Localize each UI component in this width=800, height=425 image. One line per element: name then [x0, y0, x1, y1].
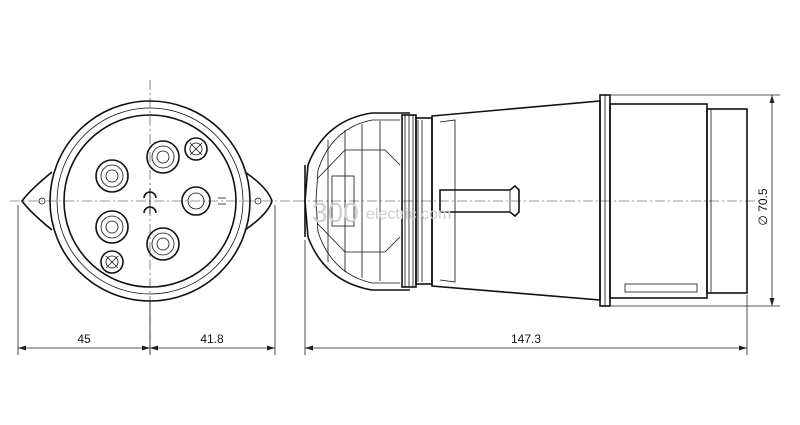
body-collar	[439, 119, 456, 283]
keying-symbol	[143, 188, 157, 214]
front-ring	[706, 108, 748, 294]
left-ear-tab	[21, 171, 53, 231]
earth-pin	[181, 186, 211, 216]
key-slot	[624, 283, 698, 293]
pin-top-right	[146, 140, 180, 174]
main-body	[431, 100, 601, 301]
right-ear-tab	[244, 171, 273, 231]
threaded-ring	[401, 114, 433, 288]
dim-41-8-label: 41.8	[200, 332, 224, 346]
right-ear-hole	[254, 197, 262, 205]
rear-ribs	[317, 121, 401, 281]
face-ring	[63, 114, 237, 288]
screw-top-icon	[184, 137, 208, 161]
watermark: 300 electric.com	[312, 197, 451, 228]
pin-top-left	[95, 159, 129, 193]
body-latch	[439, 184, 520, 218]
dim-147-3: 147.3	[305, 332, 747, 351]
rear-cap-inner	[315, 119, 400, 284]
dim-diameter: ∅ 70.5	[756, 95, 775, 306]
dimension-lines: 45 41.8 147.3 ∅ 70.5	[17, 94, 780, 355]
dim-147-3-label: 147.3	[511, 332, 541, 346]
dim-45: 45	[18, 332, 150, 351]
left-ear-hole	[38, 197, 46, 205]
watermark-main: 300	[312, 197, 359, 228]
front-view	[10, 80, 295, 355]
pin-bottom-left	[95, 210, 129, 244]
dim-45-label: 45	[77, 332, 91, 346]
dim-41-8: 41.8	[150, 332, 275, 351]
watermark-sub: electric.com	[366, 206, 451, 223]
outer-ring-inner-edge	[56, 107, 244, 295]
side-view	[295, 94, 760, 307]
screw-bottom-icon	[100, 250, 124, 274]
pin-bottom-right	[146, 227, 180, 261]
dim-diameter-label: ∅ 70.5	[756, 188, 770, 225]
